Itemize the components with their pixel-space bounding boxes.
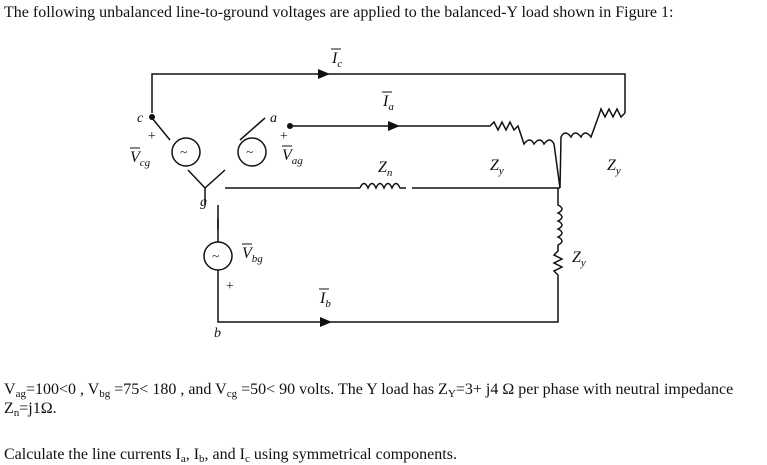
plus-sign: + <box>147 129 156 144</box>
neutral-inductor <box>359 182 406 190</box>
label-vbg: Vbg <box>242 245 263 265</box>
source-symbol: ~ <box>212 248 219 263</box>
node-g-label: g <box>200 195 207 210</box>
label-zy-a: Zy <box>490 157 504 177</box>
label-ic: Ic <box>331 50 342 70</box>
plus-sign: + <box>279 129 288 144</box>
load-b <box>552 188 564 285</box>
line-b-wire <box>217 282 559 323</box>
label-ia: Ia <box>382 93 394 113</box>
label-vag: Vag <box>282 147 303 167</box>
label-zy-c: Zy <box>607 157 621 177</box>
label-zn: Zn <box>378 159 393 179</box>
source-symbol: ~ <box>180 144 187 159</box>
node-c-label: c <box>137 111 144 126</box>
source-vcg <box>171 137 201 167</box>
arrow-ic <box>318 69 330 79</box>
label-vcg: Vcg <box>130 149 151 169</box>
load-a <box>489 120 561 189</box>
task-statement: Calculate the line currents Ia, Ib, and … <box>4 446 457 465</box>
problem-intro: The following unbalanced line-to-ground … <box>4 4 674 21</box>
arrow-ia <box>388 121 400 131</box>
source-connections <box>151 117 266 230</box>
node-b-label: b <box>214 326 221 341</box>
source-vag <box>237 137 267 167</box>
node-a-label: a <box>270 111 277 126</box>
arrow-ib <box>320 317 332 327</box>
node-a-dot <box>287 123 293 129</box>
source-symbol: ~ <box>246 144 253 159</box>
line-c-wire <box>151 73 626 113</box>
plus-sign: + <box>225 279 234 294</box>
node-c-dot <box>149 114 155 120</box>
load-c <box>559 107 626 189</box>
label-ib: Ib <box>319 290 331 310</box>
label-zy-b: Zy <box>572 249 586 269</box>
given-values: Vag=100<0 , Vbg =75< 180 , and Vcg =50< … <box>4 381 734 419</box>
